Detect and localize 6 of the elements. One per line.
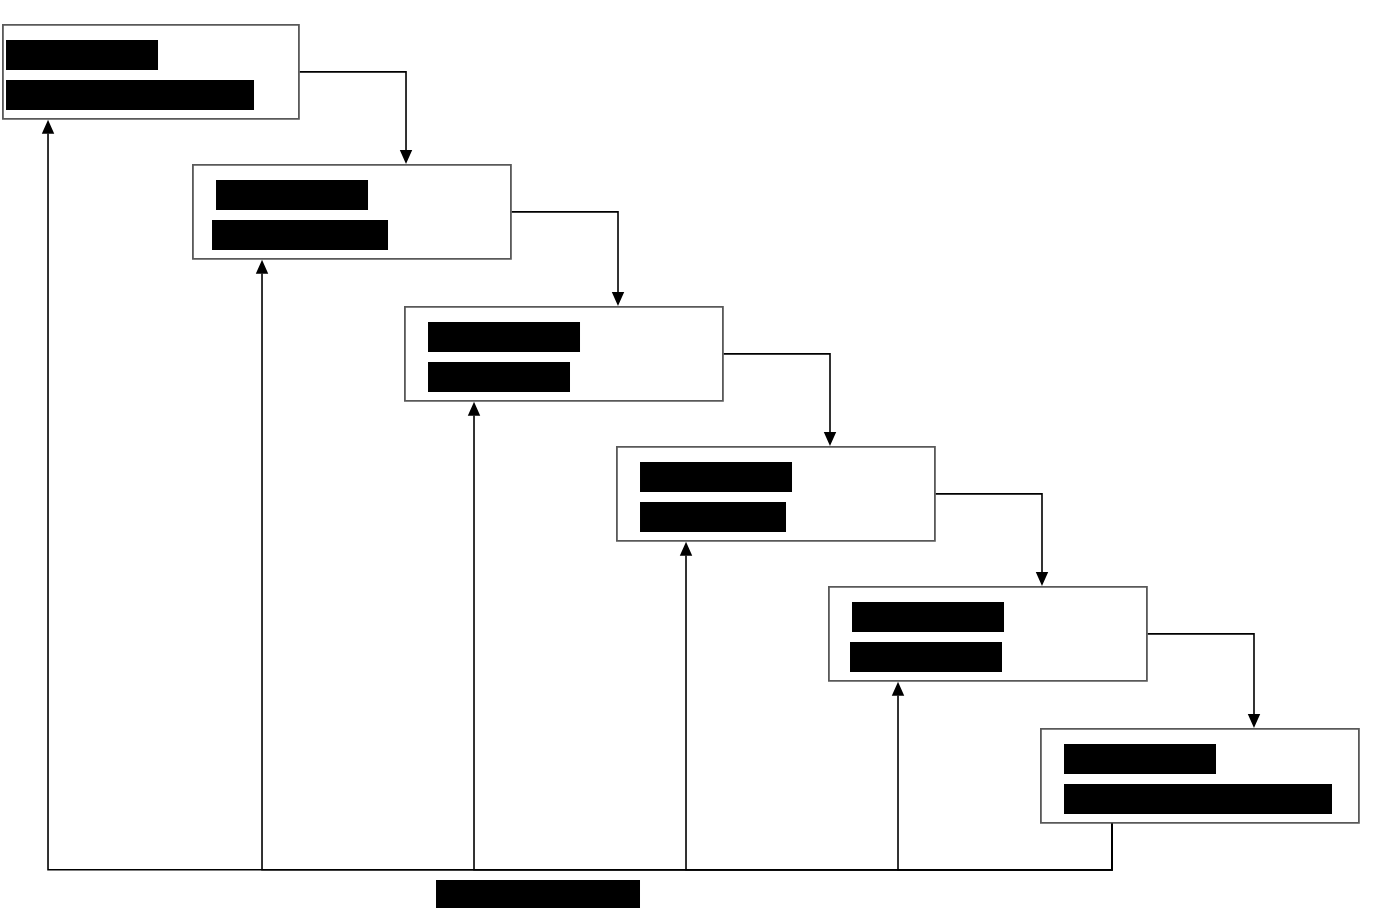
process-box [192,164,512,260]
process-box [616,446,936,542]
process-box [404,306,724,402]
process-box [1040,728,1360,824]
process-box [828,586,1148,682]
process-box [2,24,300,120]
